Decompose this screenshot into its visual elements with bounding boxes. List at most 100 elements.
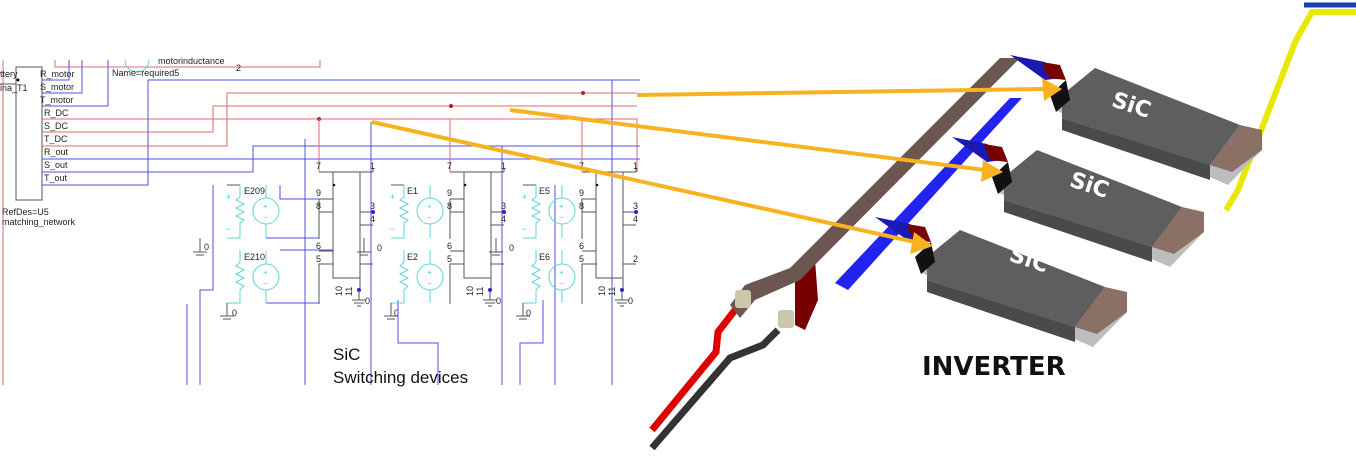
pin-7: 7	[447, 161, 452, 171]
source-group	[186, 139, 333, 385]
switch-column: 7 1 9 8 3 4 6 5 10 11 0	[316, 119, 375, 307]
ground-label: 0	[509, 243, 514, 253]
svg-text:+: +	[427, 268, 432, 277]
pin-1: 1	[501, 161, 506, 171]
block-pins: R_motor S_motor T_motor R_DC S_DC T_DC R…	[40, 69, 75, 183]
block-left-label: ina_T1	[0, 83, 28, 93]
pin-11: 11	[607, 287, 617, 296]
motor-inductor-symbol	[124, 59, 150, 73]
svg-text:−: −	[522, 224, 527, 234]
pin-5: 5	[579, 254, 584, 264]
motor-wire	[54, 60, 321, 68]
red-cable	[649, 307, 738, 433]
pin-6: 6	[447, 241, 452, 251]
arrowhead-icon	[1042, 78, 1062, 101]
source-label-e1: E1	[407, 186, 418, 196]
pin-8: 8	[316, 201, 321, 211]
pin-11: 11	[475, 287, 485, 296]
switch-column: 7 1 9 8 3 4 6 5 10 11 0	[447, 119, 506, 307]
callout-arrows	[371, 78, 1062, 254]
pin-9: 9	[316, 188, 321, 198]
pin-label: S_DC	[44, 121, 69, 131]
source-label-e5: E5	[539, 186, 550, 196]
pin-7: 7	[579, 161, 584, 171]
source-label-e209: E209	[244, 186, 265, 196]
ground-label: 0	[232, 308, 237, 318]
source-pair: + − +− +−	[489, 184, 576, 320]
svg-text:+: +	[263, 268, 268, 277]
motor-pin: 2	[236, 63, 241, 73]
pin-2: 2	[633, 254, 638, 264]
ground-label: 0	[377, 243, 382, 253]
svg-text:+: +	[559, 202, 564, 211]
arrow	[636, 87, 1046, 97]
pin-label: T_DC	[44, 134, 68, 144]
pin-10: 10	[465, 286, 475, 296]
svg-text:−: −	[559, 213, 564, 222]
ground-label: 0	[496, 296, 501, 306]
ground-label: 0	[526, 308, 531, 318]
svg-text:+: +	[522, 192, 527, 202]
caption-sic: SiC	[333, 345, 360, 364]
source-label-e2: E2	[407, 252, 418, 262]
arrow	[371, 120, 916, 244]
pin-5: 5	[316, 254, 321, 264]
pin-label: R_out	[44, 147, 69, 157]
ground-label: 0	[204, 242, 209, 252]
svg-text:−: −	[427, 213, 432, 222]
pin-9: 9	[447, 188, 452, 198]
arrow	[509, 108, 986, 172]
terminal-lug	[735, 290, 751, 308]
pin-label: S_out	[44, 160, 68, 170]
pin-6: 6	[579, 241, 584, 251]
pin-label: R_DC	[44, 108, 69, 118]
svg-text:+: +	[263, 202, 268, 211]
pin-6: 6	[316, 241, 321, 251]
motor-label: motorinductance	[158, 56, 225, 66]
pin-label: T_motor	[40, 95, 74, 105]
pin-3: 3	[501, 201, 506, 211]
ground-label: 0	[394, 308, 399, 318]
svg-text:−: −	[559, 279, 564, 288]
pin-label: R_motor	[40, 69, 75, 79]
refdes-label: RefDes=U5	[2, 207, 49, 217]
svg-text:+: +	[226, 192, 231, 202]
schematic: motorinductance Name=required5 2 ttery i…	[0, 56, 640, 387]
source-pair: + − + − + −	[357, 184, 444, 320]
pin-1: 1	[633, 161, 638, 171]
pin-3: 3	[633, 201, 638, 211]
pin-4: 4	[501, 214, 506, 224]
svg-text:−: −	[226, 224, 231, 234]
block-name-label: matching_network	[2, 217, 76, 227]
svg-text:+: +	[390, 192, 395, 202]
pin-8: 8	[447, 201, 452, 211]
caption-switching-devices: Switching devices	[333, 368, 468, 387]
pin-5: 5	[447, 254, 452, 264]
sic-module	[1010, 55, 1262, 185]
pin-3: 3	[370, 201, 375, 211]
block-left-label: ttery	[0, 69, 18, 79]
pin-1: 1	[370, 161, 375, 171]
svg-text:−: −	[263, 279, 268, 288]
pin-10: 10	[597, 286, 607, 296]
pin-8: 8	[579, 201, 584, 211]
pin-10: 10	[334, 286, 344, 296]
arrowhead-icon	[981, 160, 1003, 182]
inverter-title: INVERTER	[922, 352, 1066, 382]
pin-9: 9	[579, 188, 584, 198]
matching-network-block	[15, 66, 43, 201]
svg-text:+: +	[427, 202, 432, 211]
ground-label: 0	[628, 296, 633, 306]
source-label-e210: E210	[244, 252, 265, 262]
pin-label: S_motor	[40, 82, 74, 92]
arrowhead-icon	[910, 232, 933, 254]
svg-text:−: −	[390, 224, 395, 234]
inverter-render: SiC SiC SiC INVERTER	[649, 2, 1356, 451]
svg-text:−: −	[427, 279, 432, 288]
yellow-cable	[1223, 9, 1356, 212]
svg-text:−: −	[263, 213, 268, 222]
ground-label: 0	[365, 296, 370, 306]
source-pair: + − + − + −	[193, 184, 280, 320]
pin-4: 4	[633, 214, 638, 224]
switch-column: 7 1 9 8 3 4 6 5 10 11 0	[579, 119, 638, 307]
